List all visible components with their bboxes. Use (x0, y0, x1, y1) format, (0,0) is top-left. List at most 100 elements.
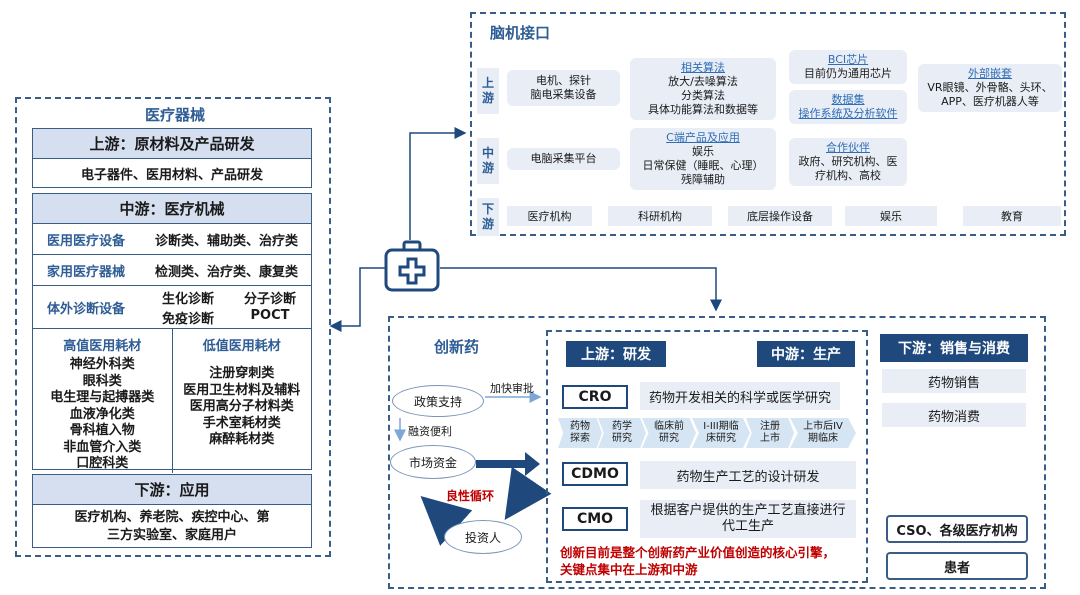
bci-down-item: 医疗机构 (507, 206, 592, 226)
side-char: 游 (481, 91, 494, 105)
cmo-desc-line: 代工生产 (721, 519, 774, 534)
list-item: 注册穿刺类 (209, 366, 275, 381)
list-item: 麻醉耗材类 (209, 432, 275, 447)
side-char: 游 (481, 161, 494, 175)
pill-title: C端产品及应用 (666, 131, 740, 144)
drug-chain-box (546, 330, 868, 583)
row-key: 医用医疗设备 (47, 233, 126, 249)
medical-upstream-box: 上游：原材料及产品研发 电子器件、医用材料、产品研发 (32, 128, 312, 188)
stage-line: 床研究 (706, 433, 736, 444)
stage-line: 注册 (760, 421, 780, 432)
stage-chevron: I-III期临 床研究 (692, 418, 750, 448)
stage-chevron: 注册 上市 (746, 418, 794, 448)
bci-panel (470, 12, 1066, 236)
stage-line: 期临床 (808, 433, 838, 444)
drug-title: 创新药 (434, 338, 480, 356)
bci-title: 脑机接口 (490, 24, 551, 42)
side-char: 上 (481, 76, 494, 90)
pill-line: 放大/去噪算法 (668, 75, 738, 88)
pill-line: 残障辅助 (681, 173, 725, 186)
ivd-molecular: 分子诊断 (243, 291, 296, 307)
bci-upstream-label: 上 游 (477, 68, 499, 114)
medical-upstream-title: 上游：原材料及产品研发 (33, 129, 311, 159)
low-value-title: 低值医用耗材 (202, 339, 281, 354)
bci-mid-partners: 合作伙伴 政府、研究机构、医 疗机构、高校 (789, 138, 907, 186)
medical-device-panel (15, 97, 331, 557)
row-value: 检测类、治疗类、康复类 (155, 264, 299, 280)
list-item: 眼科类 (82, 373, 122, 389)
bci-mid-consumer: C端产品及应用 娱乐 日常保健（睡眠、心理） 残障辅助 (630, 128, 776, 190)
pill-title: BCI芯片 (827, 53, 869, 66)
pill-line: 脑电采集设备 (530, 88, 597, 101)
bci-up-chip: BCI芯片 目前仍为通用芯片 (789, 50, 907, 84)
ivd-poct: POCT (250, 307, 290, 323)
list-item: 手术室耗材类 (202, 415, 281, 431)
investor-node: 投资人 (444, 520, 522, 554)
patient-box: 患者 (886, 552, 1028, 580)
policy-node: 政策支持 (392, 385, 484, 417)
stage-line: 研究 (659, 433, 679, 444)
list-item: 医用高分子材料类 (189, 399, 294, 414)
stage-line: 上市 (760, 433, 780, 444)
medical-downstream-title: 下游：应用 (33, 475, 311, 505)
row-key: 体外诊断设备 (47, 301, 126, 317)
cso-box: CSO、各级医疗机构 (886, 515, 1028, 543)
cmo-label: CMO (562, 507, 628, 531)
drug-upstream-tag: 上游：研发 (566, 341, 666, 367)
pill-title: 合作伙伴 (826, 141, 870, 154)
medical-downstream-box: 下游：应用 医疗机构、养老院、疾控中心、第 三方实验室、家庭用户 (32, 474, 312, 548)
high-value-column: 高值医用耗材 神经外科类 眼科类 电生理与起搏器类 血液净化类 骨科植入物 非血… (33, 329, 173, 473)
bci-up-algorithms: 相关算法 放大/去噪算法 分类算法 具体功能算法和数据等 (630, 58, 776, 120)
pill-title: 相关算法 (681, 61, 725, 74)
ivd-biochem: 生化诊断 (161, 291, 214, 307)
bci-midstream-label: 中 游 (477, 138, 499, 184)
medical-midstream-box: 中游：医疗机械 医用医疗设备 诊断类、辅助类、治疗类 家用医疗器械 检测类、治疗… (32, 193, 312, 473)
finance-label: 融资便利 (408, 425, 452, 438)
pill-title: 数据集 (831, 93, 865, 106)
side-char: 下 (481, 202, 494, 216)
medical-device-title: 医疗器械 (144, 105, 205, 124)
pill-line: 目前仍为通用芯片 (804, 67, 892, 80)
low-value-column: 低值医用耗材 注册穿刺类 医用卫生材料及辅料 医用高分子材料类 手术室耗材类 麻… (173, 329, 312, 473)
cdmo-label: CDMO (562, 462, 628, 486)
virtuous-cycle-label: 良性循环 (446, 489, 495, 503)
pill-line: 政府、研究机构、医 (798, 155, 898, 168)
list-item: 口腔科类 (76, 456, 129, 471)
bci-up-external: 外部嵌套 VR眼镜、外骨骼、头环、 APP、医疗机器人等 (918, 64, 1062, 112)
bci-down-item: 科研机构 (608, 206, 712, 226)
pill-line: 操作系统及分析软件 (798, 107, 898, 120)
stage-chevron: 上市后IV 期临床 (790, 418, 856, 448)
drug-panel (388, 316, 1046, 589)
stage-line: 上市后IV (803, 421, 843, 432)
note-line: 关键点集中在上游和中游 (560, 562, 698, 577)
side-char: 游 (481, 217, 494, 231)
pill-line: 分类算法 (681, 89, 725, 102)
pill-line: 日常保健（睡眠、心理） (642, 159, 764, 172)
cmo-desc: 根据客户提供的生产工艺直接进行 代工生产 (640, 500, 856, 538)
medical-row-home: 家用医疗器械 检测类、治疗类、康复类 (33, 255, 311, 286)
list-item: 非血管介入类 (63, 439, 142, 455)
consumables-section: 高值医用耗材 神经外科类 眼科类 电生理与起搏器类 血液净化类 骨科植入物 非血… (33, 329, 311, 473)
bci-down-item: 底层操作设备 (728, 206, 832, 226)
pill-line: APP、医疗机器人等 (941, 95, 1039, 108)
high-value-title: 高值医用耗材 (63, 339, 142, 354)
stage-line: I-III期临 (703, 421, 739, 432)
drug-core-note: 创新目前是整个创新药产业价值创造的核心引擎， 关键点集中在上游和中游 (560, 544, 835, 578)
medical-upstream-body: 电子器件、医用材料、产品研发 (80, 168, 263, 183)
stage-chevron: 临床前 研究 (642, 418, 696, 448)
bci-up-dataset: 数据集 操作系统及分析软件 (789, 90, 907, 124)
stage-line: 药学 (612, 421, 632, 432)
stage-line: 药物 (570, 421, 590, 432)
accelerate-label: 加快审批 (490, 382, 534, 395)
stage-line: 临床前 (654, 421, 684, 432)
list-item: 血液净化类 (69, 406, 135, 422)
cdmo-desc: 药物生产工艺的设计研发 (640, 461, 856, 489)
side-char: 中 (481, 146, 494, 160)
list-item: 神经外科类 (69, 357, 135, 372)
pill-line: 具体功能算法和数据等 (648, 103, 758, 116)
pill-title: 外部嵌套 (968, 67, 1012, 80)
pill-line: 娱乐 (692, 145, 714, 158)
bci-down-item: 娱乐 (845, 206, 937, 226)
row-value: 诊断类、辅助类、治疗类 (155, 233, 299, 249)
bci-down-item: 教育 (963, 206, 1061, 226)
